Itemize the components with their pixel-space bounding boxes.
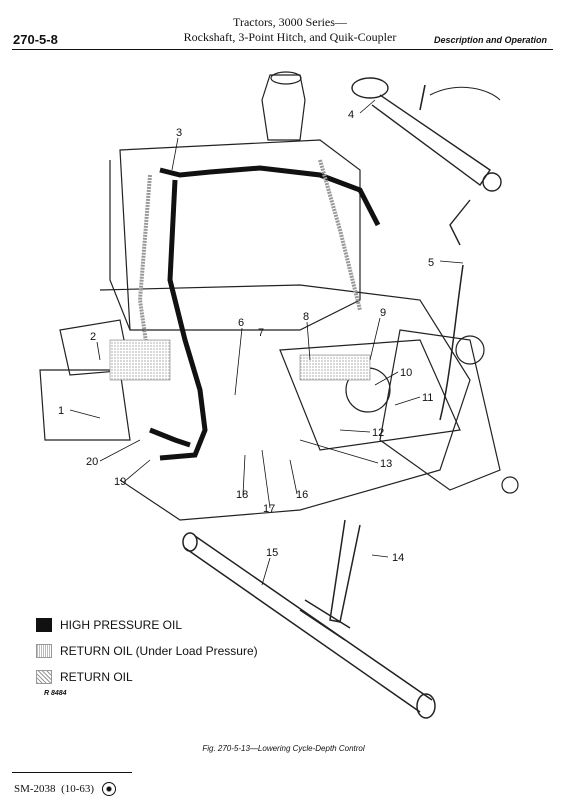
title-line-2: Rockshaft, 3-Point Hitch, and Quik-Coupl… <box>183 30 397 44</box>
callout-5: 5 <box>428 257 434 269</box>
header-rule <box>12 49 553 50</box>
legend: HIGH PRESSURE OIL RETURN OIL (Under Load… <box>36 612 258 690</box>
callout-15: 15 <box>266 547 278 559</box>
callout-3: 3 <box>176 127 182 139</box>
figure-caption: Fig. 270-5-13—Lowering Cycle-Depth Contr… <box>202 744 365 753</box>
legend-label: RETURN OIL <box>60 670 133 684</box>
legend-item-return: RETURN OIL <box>36 664 258 690</box>
title-line-1: Tractors, 3000 Series— <box>233 15 347 29</box>
callout-13: 13 <box>380 458 392 470</box>
callout-2: 2 <box>90 331 96 343</box>
legend-item-return-load: RETURN OIL (Under Load Pressure) <box>36 638 258 664</box>
coarse-stipple-swatch-icon <box>36 670 52 684</box>
page-title: Tractors, 3000 Series— Rockshaft, 3-Poin… <box>0 15 567 45</box>
return-oil-area <box>109 339 171 381</box>
fine-stipple-swatch-icon <box>36 644 52 658</box>
page-number: 270-5-8 <box>13 32 58 47</box>
section-label: Description and Operation <box>433 35 547 45</box>
callout-4: 4 <box>348 109 354 121</box>
legend-label: HIGH PRESSURE OIL <box>60 618 183 632</box>
quik-coupler <box>182 519 436 719</box>
callout-20: 20 <box>86 456 98 468</box>
footer-rule <box>12 772 132 773</box>
callout-8: 8 <box>303 311 309 323</box>
callout-14: 14 <box>392 552 404 564</box>
legend-item-high-pressure: HIGH PRESSURE OIL <box>36 612 258 638</box>
housing-outline <box>39 71 519 521</box>
callout-1: 1 <box>58 405 64 417</box>
callout-19: 19 <box>114 476 126 488</box>
manual-code: SM-2038 <box>14 783 56 795</box>
callout-9: 9 <box>380 307 386 319</box>
reference-code: R 8484 <box>44 690 67 697</box>
high-pressure-lines <box>149 165 381 461</box>
revision-date: (10-63) <box>61 783 95 795</box>
callout-labels: 1 2 3 4 5 6 7 8 9 10 11 12 13 14 15 16 1… <box>58 109 434 564</box>
control-cable <box>439 264 464 421</box>
hydraulic-diagram: 1 2 3 4 5 6 7 8 9 10 11 12 13 14 15 16 1… <box>39 71 519 719</box>
callout-16: 16 <box>296 489 308 501</box>
legend-label: RETURN OIL (Under Load Pressure) <box>60 644 258 658</box>
john-deere-emblem-icon <box>102 782 117 796</box>
callout-17: 17 <box>263 503 275 515</box>
callout-12: 12 <box>372 427 384 439</box>
callout-18: 18 <box>236 489 248 501</box>
black-swatch-icon <box>36 618 52 632</box>
callout-6: 6 <box>238 317 244 329</box>
callout-10: 10 <box>400 367 412 379</box>
control-lever <box>351 77 502 246</box>
callout-11: 11 <box>422 392 433 404</box>
callout-7: 7 <box>258 327 264 339</box>
footer: SM-2038 (10-63) <box>14 782 117 796</box>
callout-leaders <box>69 99 464 586</box>
